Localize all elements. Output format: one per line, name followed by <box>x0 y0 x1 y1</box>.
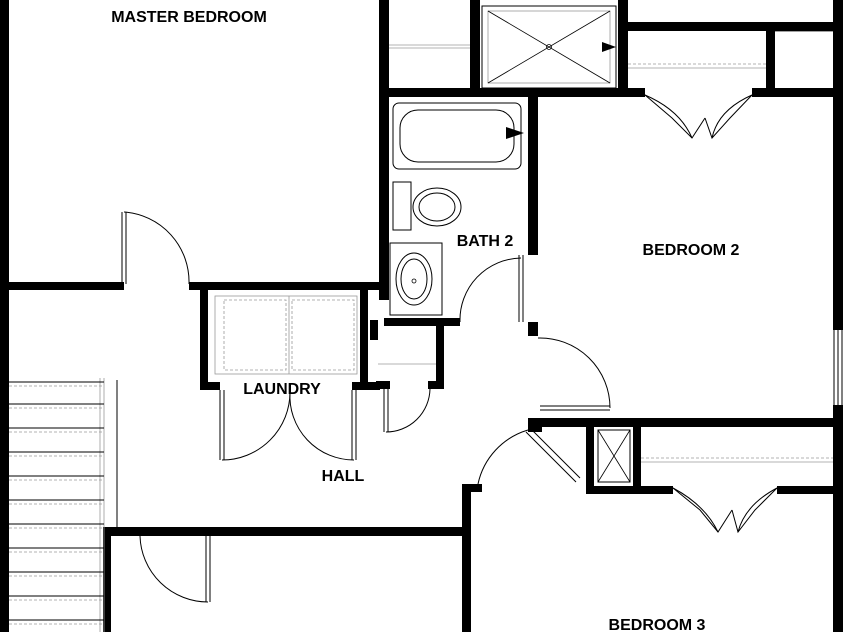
bedroom2-closet-doors <box>644 94 753 139</box>
bedroom2-window <box>833 330 843 405</box>
label-bedroom-2: BEDROOM 2 <box>643 242 740 259</box>
laundry-appliances <box>214 295 358 375</box>
label-master-bedroom: MASTER BEDROOM <box>111 9 267 26</box>
laundry-doors <box>219 390 357 461</box>
label-bedroom-3: BEDROOM 3 <box>609 617 706 632</box>
label-hall: HALL <box>322 468 365 485</box>
linen-closet <box>378 363 436 433</box>
bedroom3-door <box>477 427 581 485</box>
bedroom2-door <box>537 337 611 411</box>
top-closet-lines <box>389 30 833 69</box>
bath-door <box>459 255 524 323</box>
shower <box>481 5 617 89</box>
bathtub <box>392 102 524 170</box>
bedroom3-closet-doors <box>672 487 778 534</box>
toilet <box>392 181 462 231</box>
hall-closet <box>597 429 833 483</box>
label-laundry: LAUNDRY <box>243 381 321 398</box>
stairs <box>9 378 118 632</box>
vanity-sink <box>389 242 443 316</box>
lower-door <box>139 535 211 603</box>
master-door <box>121 211 190 285</box>
label-bath-2: BATH 2 <box>457 233 514 250</box>
